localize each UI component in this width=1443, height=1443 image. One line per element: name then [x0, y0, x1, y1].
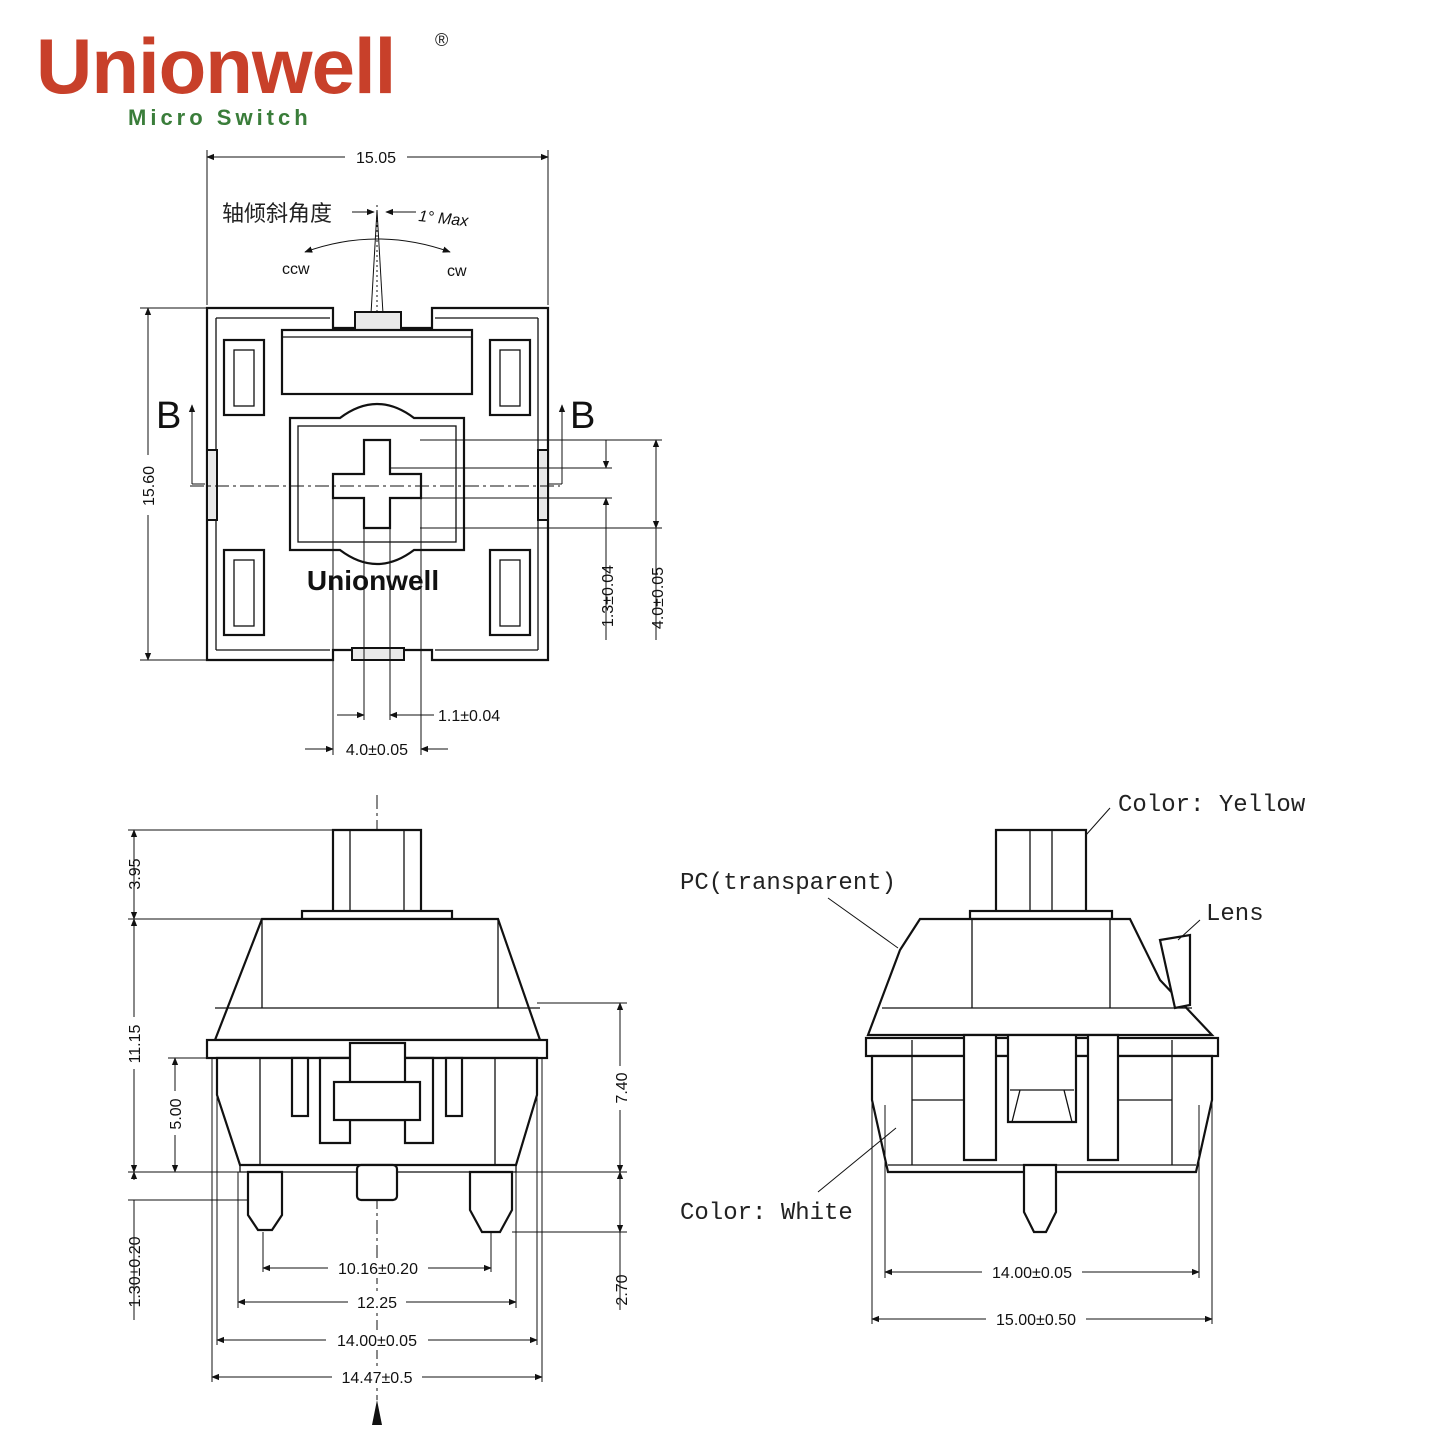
upper-to-plate-dim: 5.00 — [168, 1098, 185, 1129]
side-overall-width-dim: 15.00±0.50 — [996, 1312, 1076, 1329]
bottom-color-label: Color: White — [680, 1200, 853, 1227]
ccw-label: ccw — [282, 261, 310, 278]
pin-spacing-dim: 10.16±0.20 — [338, 1261, 418, 1278]
front-view: 3.95 11.15 5.00 1.30±0.20 7.40 2.70 10.1… — [126, 795, 631, 1425]
body-height-dim: 11.15 — [127, 1024, 144, 1063]
stem-offset-dim: 1.3±0.04 — [600, 565, 617, 627]
top-width-dim: 15.05 — [356, 150, 396, 167]
stem-color-label: Color: Yellow — [1118, 792, 1306, 819]
plate-width-dim: 14.00±0.05 — [337, 1333, 417, 1350]
brand-logo: Unionwell ® Micro Switch — [36, 22, 448, 130]
registered-mark: ® — [435, 30, 448, 50]
cross-width-dim: 1.1±0.04 — [438, 708, 500, 725]
plate-to-bottom-dim: 7.40 — [614, 1072, 631, 1103]
stem-height-dim: 4.0±0.05 — [650, 567, 667, 629]
top-view: 15.05 轴倾斜角度 1° Max ccw cw 15.60 — [136, 146, 667, 759]
pin-length-dim: 2.70 — [614, 1274, 631, 1305]
cw-label: cw — [447, 263, 467, 280]
brand-subtitle: Micro Switch — [128, 105, 312, 130]
pin-tip-dim: 1.30±0.20 — [127, 1236, 144, 1307]
housing-mark: Unionwell — [307, 565, 439, 596]
top-height-dim: 15.60 — [141, 466, 158, 506]
lens-label: Lens — [1206, 901, 1264, 928]
section-b-right: B — [570, 395, 595, 437]
top-material-label: PC(transparent) — [680, 870, 896, 897]
overall-width-dim: 14.47±0.5 — [341, 1370, 412, 1387]
side-plate-width-dim: 14.00±0.05 — [992, 1265, 1072, 1282]
brand-name: Unionwell — [36, 22, 395, 110]
tilt-value: 1° Max — [418, 208, 470, 230]
section-b-left: B — [156, 395, 181, 437]
side-view: Color: Yellow PC(transparent) Lens Color… — [680, 792, 1306, 1329]
tilt-label: 轴倾斜角度 — [222, 202, 332, 227]
cross-span-dim: 4.0±0.05 — [346, 742, 408, 759]
inner-width-dim: 12.25 — [357, 1295, 397, 1312]
stem-height-dim-front: 3.95 — [127, 858, 144, 889]
